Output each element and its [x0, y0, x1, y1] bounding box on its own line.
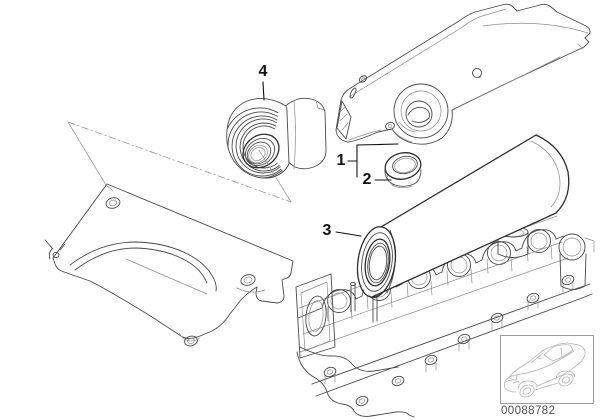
engine-cover-drawing [335, 3, 591, 145]
vehicle-thumbnail-box [500, 335, 594, 404]
car-icon [503, 342, 586, 398]
callout-connector-lines [262, 81, 399, 237]
intake-silencer-drawing [356, 134, 570, 298]
sealing-ring-drawing [384, 152, 422, 189]
pointer-lines [67, 121, 292, 203]
doc-number: 00088782 [501, 405, 556, 417]
insulation-panel-drawing [44, 183, 294, 347]
callout-label-1[interactable]: 1 [336, 152, 346, 169]
callout-label-4[interactable]: 4 [258, 63, 268, 80]
callout-label-2[interactable]: 2 [362, 171, 372, 188]
vent-hose-drawing [226, 97, 327, 179]
callout-label-3[interactable]: 3 [322, 222, 332, 239]
